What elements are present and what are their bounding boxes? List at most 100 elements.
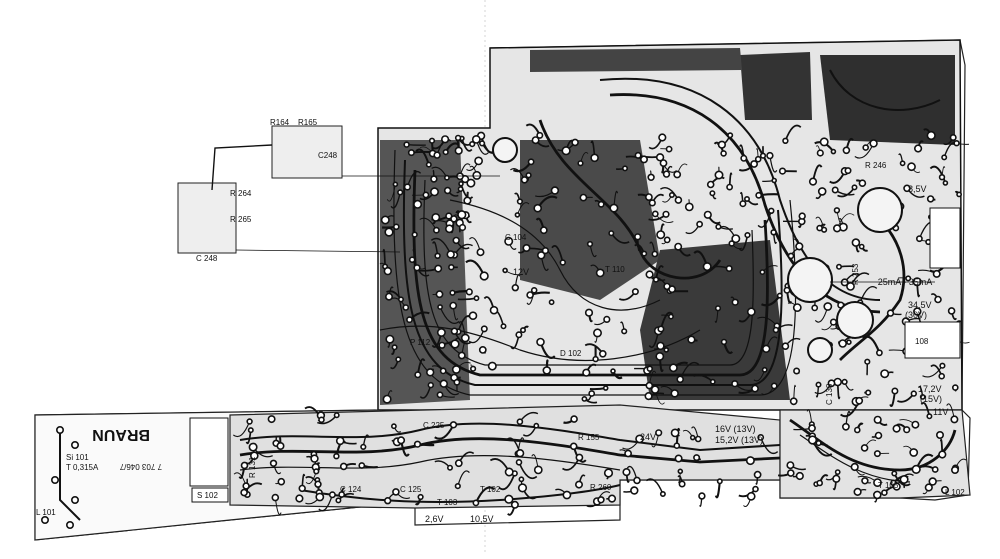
solder-pad	[625, 450, 631, 456]
solder-pad	[791, 398, 797, 404]
solder-pad	[384, 268, 391, 275]
solder-pad	[675, 455, 681, 461]
solder-pad	[767, 153, 773, 159]
solder-pad	[782, 343, 788, 349]
capacitor-outline	[788, 258, 832, 302]
solder-pad	[778, 293, 782, 297]
solder-pad	[359, 463, 364, 468]
solder-pad	[747, 457, 754, 464]
solder-pad	[634, 477, 640, 483]
solder-pad	[810, 178, 817, 185]
solder-pad	[534, 424, 538, 428]
solder-pad	[686, 203, 693, 210]
solder-pad	[404, 142, 409, 147]
solder-pad	[788, 470, 794, 476]
voltage-34-5: 34,5V	[908, 300, 932, 310]
solder-pad	[623, 469, 630, 476]
solder-pad	[834, 379, 841, 386]
solder-pad	[935, 297, 941, 303]
solder-pad	[403, 305, 408, 310]
solder-pad	[732, 381, 738, 387]
solder-pad	[560, 260, 565, 265]
solder-pad	[881, 370, 888, 377]
solder-pad	[314, 469, 319, 474]
solder-pad	[480, 141, 485, 146]
solder-pad	[760, 270, 764, 274]
solder-pad	[393, 489, 399, 495]
solder-pad	[393, 182, 397, 186]
solder-pad	[600, 351, 606, 357]
solder-pad	[865, 359, 870, 364]
solder-pad	[414, 265, 420, 271]
solder-pad	[456, 460, 462, 466]
solder-pad	[442, 136, 449, 143]
solder-pad	[473, 136, 480, 143]
solder-pad	[386, 336, 393, 343]
solder-pad	[543, 367, 550, 374]
solder-pad	[633, 289, 638, 294]
solder-pad	[674, 443, 679, 448]
solder-pad	[657, 154, 664, 161]
solder-pad	[505, 495, 513, 503]
solder-pad	[862, 445, 868, 451]
solder-pad	[631, 487, 638, 494]
solder-pad	[910, 449, 917, 456]
solder-pad	[316, 493, 323, 500]
solder-pad	[837, 265, 841, 269]
solder-pad	[661, 492, 665, 496]
solder-pad	[410, 257, 415, 262]
solder-pad	[715, 171, 722, 178]
solder-pad	[446, 213, 452, 219]
solder-pad	[824, 303, 831, 310]
solder-pad	[942, 155, 946, 159]
solder-pad	[277, 443, 283, 449]
solder-pad	[674, 171, 680, 177]
label-d102: D 102	[560, 349, 582, 358]
solder-pad	[459, 182, 463, 186]
solder-pad	[458, 211, 466, 219]
solder-pad	[657, 231, 664, 238]
solder-pad	[908, 163, 915, 170]
solder-pad	[716, 306, 721, 311]
solder-pad	[711, 380, 715, 384]
solder-pad	[443, 150, 448, 155]
solder-pad	[512, 502, 518, 508]
solder-pad	[957, 192, 961, 196]
solder-pad	[506, 468, 513, 475]
solder-pad	[659, 134, 666, 141]
solder-pad	[789, 253, 794, 258]
solder-pad	[522, 177, 528, 183]
solder-pad	[597, 269, 604, 276]
solder-pad	[641, 156, 647, 162]
solder-pad	[652, 252, 657, 257]
solder-pad	[675, 197, 681, 203]
solder-pad	[646, 271, 653, 278]
solder-pad	[460, 225, 466, 231]
solder-pad	[740, 201, 745, 206]
solder-pad	[833, 187, 838, 192]
solder-pad	[882, 490, 887, 495]
solder-pad	[756, 193, 761, 198]
solder-pad	[876, 433, 882, 439]
solder-pad	[904, 427, 910, 433]
solder-pad	[440, 380, 447, 387]
solder-pad	[582, 397, 586, 401]
solder-pad	[272, 495, 278, 501]
solder-pad	[780, 168, 786, 174]
solder-pad	[949, 308, 955, 314]
voltage-2-6: 2,6V	[425, 514, 444, 524]
solder-pad	[563, 491, 570, 498]
solder-pad	[427, 369, 434, 376]
brand-logo: BRAUN	[92, 426, 150, 443]
small-board-left-c248: C 248	[196, 254, 218, 263]
solder-pad	[845, 168, 850, 173]
solder-pad	[242, 462, 248, 468]
solder-pad	[57, 427, 63, 433]
solder-pad	[940, 363, 945, 368]
solder-pad	[745, 197, 749, 201]
solder-pad	[852, 239, 859, 246]
solder-pad	[455, 147, 462, 154]
solder-pad	[875, 451, 880, 456]
solder-pad	[772, 179, 776, 183]
solder-pad	[843, 424, 849, 430]
